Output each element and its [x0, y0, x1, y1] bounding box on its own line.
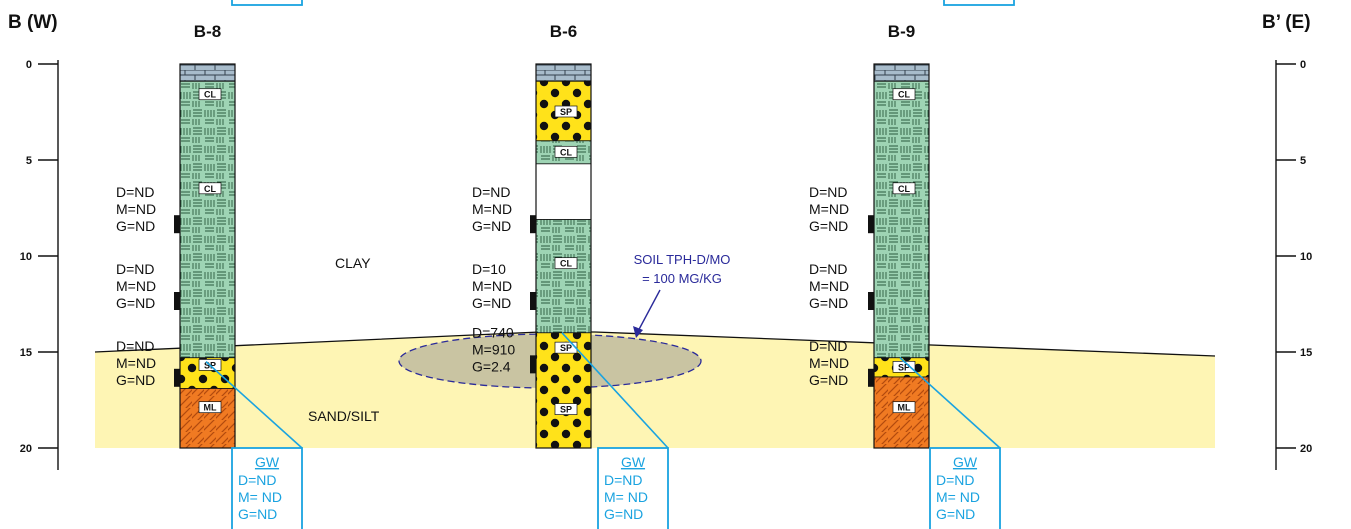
sample-result: G=ND: [809, 295, 848, 311]
gw-result: D=ND: [238, 472, 277, 488]
soil-layer-pavement: [874, 64, 929, 81]
sample-result: D=740: [472, 324, 514, 340]
soil-code-label: ML: [204, 403, 217, 413]
section-west-label: B (W): [8, 12, 58, 33]
sample-result: G=ND: [809, 372, 848, 388]
soil-code-label: ML: [898, 403, 911, 413]
boring-b-9: B-9CLCLSPMLD=NDM=NDG=NDD=NDM=NDG=NDD=NDM…: [809, 22, 929, 448]
sample-marker: [174, 369, 180, 387]
soil-code-label: CL: [898, 184, 910, 194]
sample-result: G=ND: [116, 218, 155, 234]
gw-result: G=ND: [238, 506, 277, 522]
sample-result: M=ND: [116, 355, 156, 371]
soil-layer-ml: [180, 388, 235, 448]
plume-note-line-1: SOIL TPH-D/MO: [634, 252, 731, 267]
unit-label-clay: CLAY: [335, 255, 371, 271]
unit-label-sand-silt: SAND/SILT: [308, 408, 380, 424]
depth-tick-label-right: 20: [1300, 443, 1312, 455]
gw-result: D=ND: [604, 472, 643, 488]
sample-result: M=ND: [116, 201, 156, 217]
clipped-callout-box: [944, 0, 1014, 5]
sample-result: G=ND: [116, 295, 155, 311]
gw-title: GW: [255, 454, 280, 470]
sample-result: D=ND: [116, 184, 155, 200]
sample-result: G=ND: [472, 218, 511, 234]
sample-result: M=ND: [809, 201, 849, 217]
soil-layer-pavement: [180, 64, 235, 81]
sample-result: D=ND: [809, 261, 848, 277]
sample-marker: [174, 215, 180, 233]
soil-layer-cl: [874, 81, 929, 357]
depth-tick-label-right: 0: [1300, 59, 1306, 71]
sample-result: G=2.4: [472, 358, 511, 374]
soil-code-label: CL: [204, 184, 216, 194]
gw-title: GW: [621, 454, 646, 470]
plume-note-arrow: [636, 290, 660, 335]
depth-tick-label-left: 10: [20, 251, 32, 263]
plume-note-line-2: = 100 MG/KG: [642, 271, 722, 286]
sample-marker: [868, 292, 874, 310]
depth-tick-label-left: 20: [20, 443, 32, 455]
depth-tick-label-right: 5: [1300, 155, 1306, 167]
sample-result: D=ND: [809, 338, 848, 354]
soil-code-label: CL: [204, 90, 216, 100]
sample-result: G=ND: [116, 372, 155, 388]
soil-code-label: CL: [560, 147, 572, 157]
depth-tick-label-left: 5: [26, 155, 32, 167]
boring-title: B-8: [194, 22, 221, 41]
sample-marker: [530, 215, 536, 233]
boring-b-8: B-8CLCLSPMLD=NDM=NDG=NDD=NDM=NDG=NDD=NDM…: [116, 22, 235, 448]
depth-tick-label-right: 15: [1300, 347, 1312, 359]
sample-result: D=10: [472, 261, 506, 277]
soil-code-label: CL: [560, 259, 572, 269]
soil-code-label: SP: [560, 343, 572, 353]
sample-result: M=ND: [809, 278, 849, 294]
gw-result: G=ND: [936, 506, 975, 522]
gw-title: GW: [953, 454, 978, 470]
sample-result: G=ND: [809, 218, 848, 234]
sample-result: M=ND: [809, 355, 849, 371]
sample-result: G=ND: [472, 295, 511, 311]
gw-result: M= ND: [604, 489, 648, 505]
sample-marker: [174, 292, 180, 310]
boring-title: B-9: [888, 22, 915, 41]
gw-result: D=ND: [936, 472, 975, 488]
sample-marker: [868, 369, 874, 387]
depth-tick-label-left: 15: [20, 347, 32, 359]
sample-result: D=ND: [472, 184, 511, 200]
sample-result: M=ND: [116, 278, 156, 294]
gw-result: G=ND: [604, 506, 643, 522]
soil-code-label: SP: [560, 107, 572, 117]
soil-code-label: SP: [898, 362, 910, 372]
clipped-callout-box: [232, 0, 302, 5]
sample-result: M=ND: [472, 278, 512, 294]
sample-result: D=ND: [809, 184, 848, 200]
soil-layer-pavement: [536, 64, 591, 81]
gw-result: M= ND: [936, 489, 980, 505]
sample-marker: [530, 355, 536, 373]
soil-layer-cl: [536, 220, 591, 333]
sample-result: M=ND: [472, 201, 512, 217]
sample-result: M=910: [472, 341, 515, 357]
section-east-label: B’ (E): [1262, 12, 1311, 33]
sample-result: D=ND: [116, 261, 155, 277]
soil-layer-blank: [536, 164, 591, 220]
gw-result: M= ND: [238, 489, 282, 505]
soil-layer-cl: [180, 81, 235, 357]
depth-tick-label-right: 10: [1300, 251, 1312, 263]
sample-marker: [868, 215, 874, 233]
boring-title: B-6: [550, 22, 577, 41]
sample-result: D=ND: [116, 338, 155, 354]
soil-code-label: SP: [560, 405, 572, 415]
depth-tick-label-left: 0: [26, 59, 32, 71]
soil-code-label: CL: [898, 90, 910, 100]
sample-marker: [530, 292, 536, 310]
